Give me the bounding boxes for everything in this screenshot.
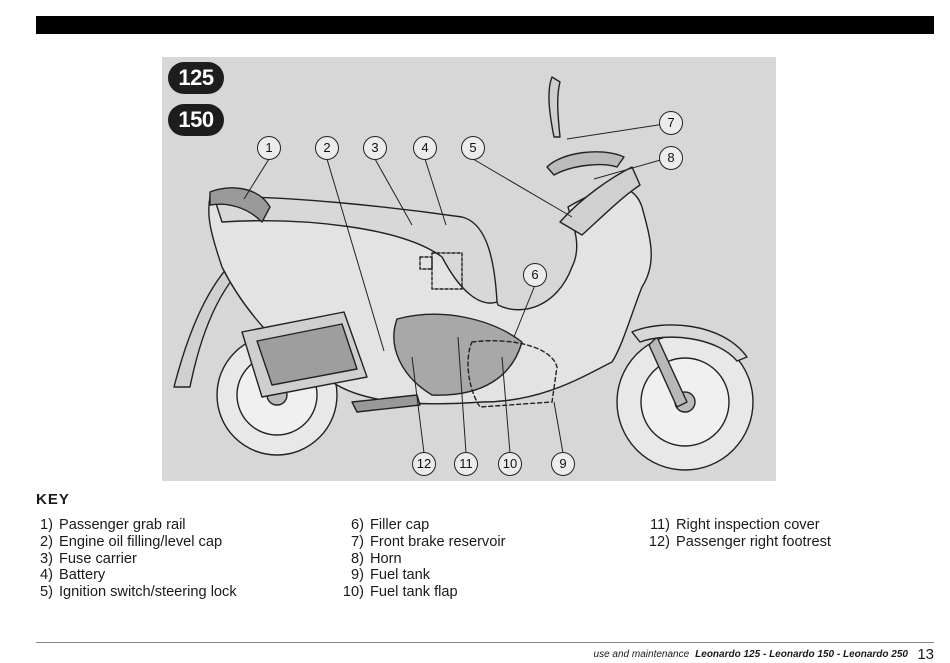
key-item-text: Fuel tank flap bbox=[370, 584, 458, 601]
key-item-text: Horn bbox=[370, 550, 402, 567]
callout-4: 4 bbox=[413, 136, 437, 160]
key-item-number: 9) bbox=[351, 567, 364, 584]
key-item-text: Front brake reservoir bbox=[370, 533, 506, 550]
key-item-text: Fuse carrier bbox=[59, 550, 137, 567]
key-item: 4) Battery bbox=[33, 567, 237, 584]
scooter-illustration: 125 150 1 2 3 4 5 6 7 8 9 10 11 12 bbox=[162, 57, 776, 481]
callout-8: 8 bbox=[659, 146, 683, 170]
key-item-text: Right inspection cover bbox=[676, 517, 820, 533]
callout-1: 1 bbox=[257, 136, 281, 160]
key-item-text: Engine oil filling/level cap bbox=[59, 533, 223, 550]
callout-6: 6 bbox=[523, 263, 547, 287]
key-item-text: Filler cap bbox=[370, 517, 430, 533]
footer-models-label: Leonardo 125 - Leonardo 150 - Leonardo 2… bbox=[695, 649, 908, 660]
callout-12: 12 bbox=[412, 452, 436, 476]
callout-9: 9 bbox=[551, 452, 575, 476]
model-badge-150: 150 bbox=[168, 104, 224, 136]
callout-5: 5 bbox=[461, 136, 485, 160]
key-item-number: 1) bbox=[40, 517, 53, 533]
key-item: 12) Passenger right footrest bbox=[644, 534, 831, 551]
callout-7: 7 bbox=[659, 111, 683, 135]
callout-10: 10 bbox=[498, 452, 522, 476]
page-number: 13 bbox=[917, 646, 934, 663]
key-item-text: Ignition switch/steering lock bbox=[59, 584, 237, 601]
key-item-text: Passenger right footrest bbox=[676, 533, 831, 550]
key-item: 9) Fuel tank bbox=[340, 567, 505, 584]
key-item-number: 6) bbox=[351, 517, 364, 533]
footer-caption: use and maintenance Leonardo 125 - Leonar… bbox=[594, 649, 908, 660]
scooter-drawing bbox=[173, 76, 754, 471]
key-item: 1) Passenger grab rail bbox=[33, 517, 237, 534]
header-bar bbox=[36, 16, 934, 34]
footer-manual-label: use and maintenance bbox=[593, 649, 690, 660]
key-item-text: Battery bbox=[59, 567, 106, 584]
key-item-text: Passenger grab rail bbox=[59, 517, 186, 533]
key-item-number: 10) bbox=[342, 584, 364, 601]
key-item-number: 11) bbox=[649, 517, 670, 533]
key-item: 7) Front brake reservoir bbox=[340, 534, 505, 551]
key-item: 5) Ignition switch/steering lock bbox=[33, 584, 237, 601]
key-item-number: 8) bbox=[351, 550, 364, 567]
key-item-number: 3) bbox=[40, 550, 53, 567]
model-badge-125: 125 bbox=[168, 62, 224, 94]
key-column-1: 1) Passenger grab rail 2) Engine oil filli… bbox=[33, 517, 237, 601]
key-item: 11) Right inspection cover bbox=[644, 517, 831, 534]
callout-2: 2 bbox=[315, 136, 339, 160]
key-column-2: 6) Filler cap 7) Front brake reservoir 8) H… bbox=[340, 517, 506, 601]
key-item-number: 4) bbox=[40, 567, 53, 584]
key-heading: KEY bbox=[36, 491, 70, 508]
callout-11: 11 bbox=[454, 452, 478, 476]
key-column-3: 11) Right inspection cover 12) Passenger r… bbox=[644, 517, 831, 551]
key-item: 2) Engine oil filling/level cap bbox=[33, 534, 237, 551]
key-item-number: 7) bbox=[351, 533, 364, 550]
key-item-number: 12) bbox=[648, 533, 670, 550]
key-item-text: Fuel tank bbox=[370, 567, 431, 584]
key-item-number: 5) bbox=[40, 584, 53, 601]
callout-3: 3 bbox=[363, 136, 387, 160]
footer-divider bbox=[36, 642, 934, 643]
key-item: 10) Fuel tank flap bbox=[340, 584, 505, 601]
key-item: 8) Horn bbox=[340, 551, 505, 568]
key-item: 6) Filler cap bbox=[340, 517, 505, 534]
key-item-number: 2) bbox=[40, 533, 53, 550]
key-item: 3) Fuse carrier bbox=[33, 551, 237, 568]
